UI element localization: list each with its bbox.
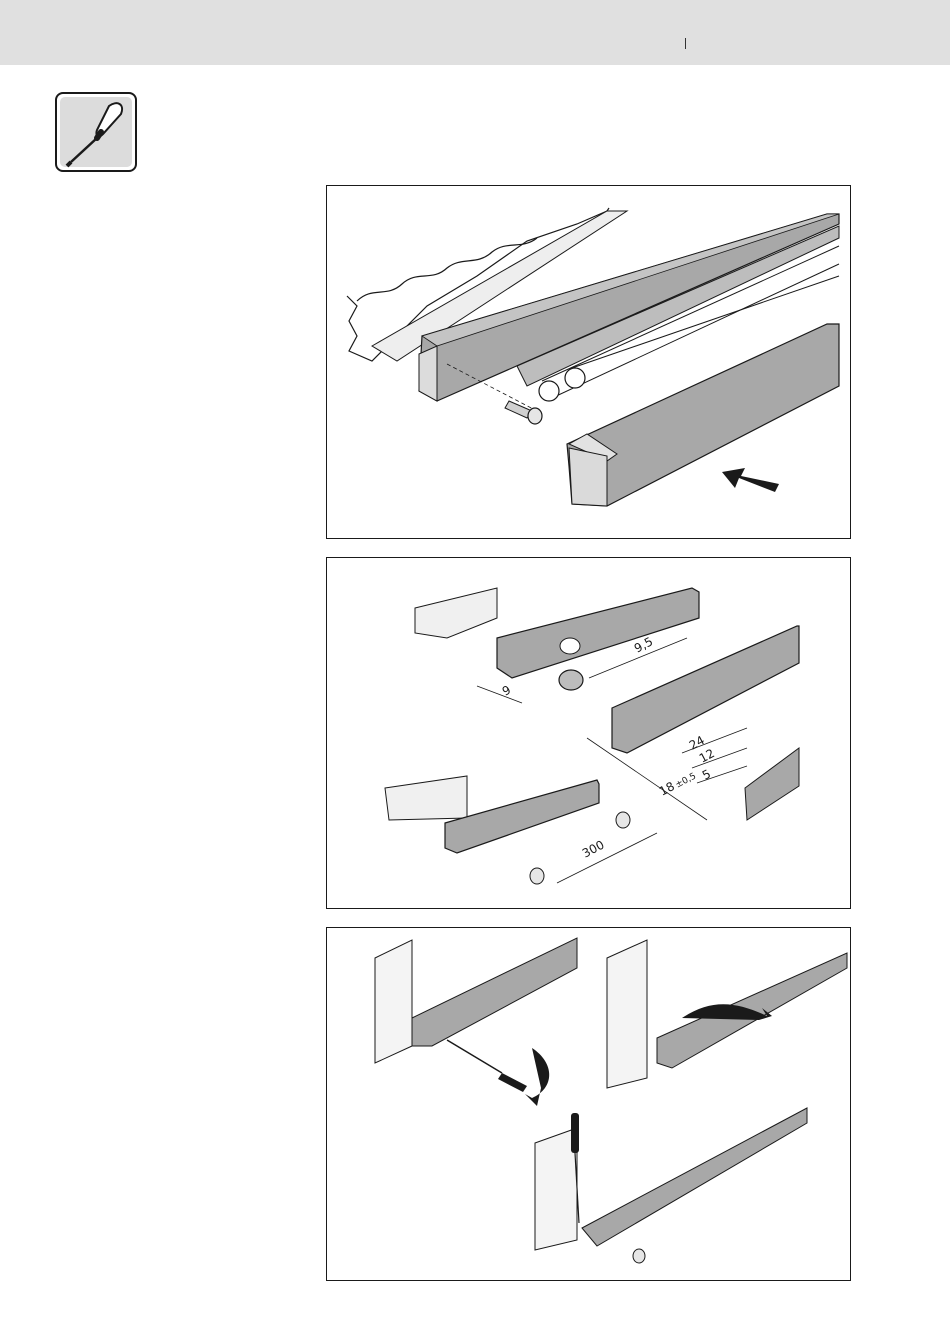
dimension-label-18: 18±0,5 xyxy=(657,768,698,799)
dimension-label-300: 300 xyxy=(580,838,607,861)
dimension-illustration: 9,5 9 24 12 5 18±0,5 300 xyxy=(327,558,850,909)
figure-panel-assembly xyxy=(326,185,851,539)
dimension-label-5: 5 xyxy=(700,767,713,783)
assembly-illustration xyxy=(327,186,850,538)
figure-panel-installation xyxy=(326,927,851,1281)
installation-illustration xyxy=(327,928,850,1280)
push-arrow-icon xyxy=(722,468,779,492)
rotate-arrow-icon xyxy=(525,1048,549,1106)
dimension-label-9: 9 xyxy=(500,683,513,699)
screw-illustration xyxy=(505,401,542,424)
figure-panel-dimensions: 9,5 9 24 12 5 18±0,5 300 xyxy=(326,557,851,909)
screwdriver-icon xyxy=(57,94,135,170)
page-header-bar xyxy=(0,0,950,65)
header-divider xyxy=(685,38,686,49)
tool-badge xyxy=(55,92,137,172)
